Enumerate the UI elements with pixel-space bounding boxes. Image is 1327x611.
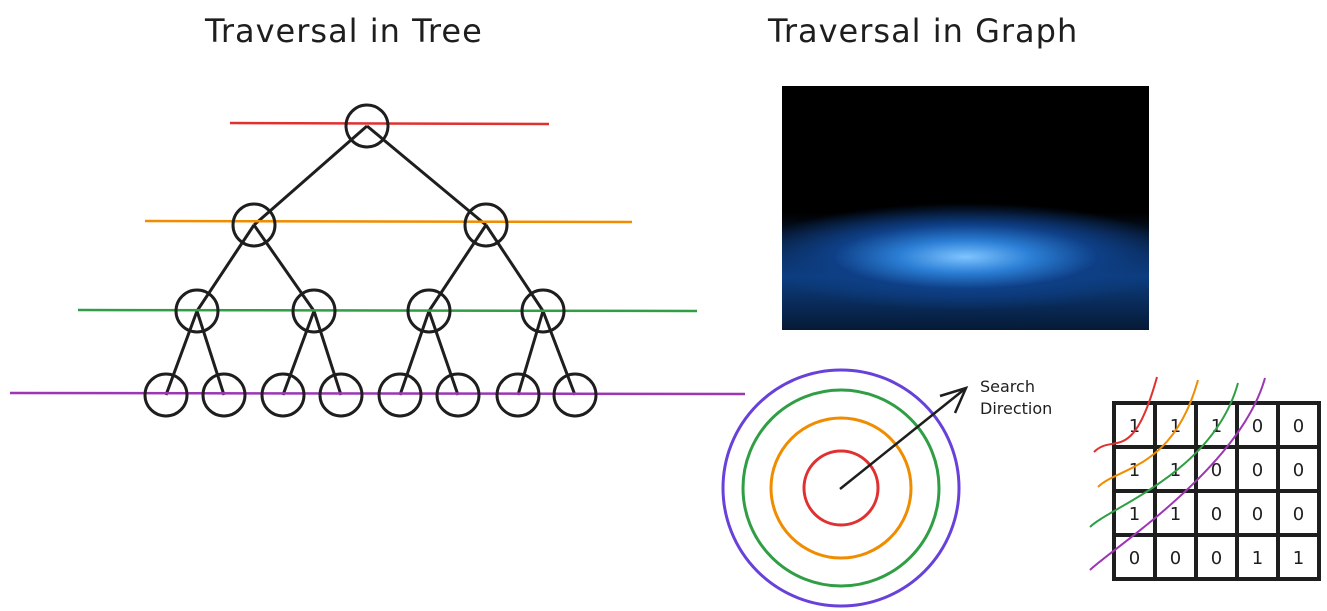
bfs-ring-1 <box>721 368 961 608</box>
tree-node <box>552 372 598 418</box>
grid-cell-value: 1 <box>1252 548 1263 569</box>
tree-edge <box>253 124 368 227</box>
tree-edge <box>484 224 545 312</box>
bfs-ring-4 <box>802 449 880 527</box>
level-line-3 <box>77 308 698 313</box>
grid-cell <box>1153 401 1198 449</box>
tree-edge <box>252 224 316 312</box>
grid-cell-value: 0 <box>1293 460 1304 481</box>
tree-node <box>201 372 247 418</box>
tree-node <box>231 202 277 248</box>
level-line-2 <box>144 219 633 224</box>
grid-cell <box>1235 533 1280 581</box>
wave-line-3 <box>1089 382 1239 528</box>
grid-cell <box>1153 445 1198 493</box>
search-label-line2: Direction <box>980 399 1053 418</box>
grid-cell <box>1276 445 1321 493</box>
tree-node <box>260 372 306 418</box>
tree-node <box>318 372 364 418</box>
tree-edge <box>541 310 577 396</box>
tree-edge <box>164 310 199 396</box>
search-label-line1: Search <box>980 377 1035 396</box>
grid-cell-value: 0 <box>1211 460 1222 481</box>
grid-cell-value: 1 <box>1170 504 1181 525</box>
grid-cell-value: 1 <box>1129 416 1140 437</box>
tree-node <box>174 288 220 334</box>
wave-line-2 <box>1097 379 1199 488</box>
grid-cell-value: 0 <box>1252 460 1263 481</box>
tree-edge <box>427 310 460 396</box>
water-drop-photo <box>782 86 1149 330</box>
grid-cell <box>1276 533 1321 581</box>
tree-edge <box>195 310 226 396</box>
tree-node <box>377 372 423 418</box>
level-line-1 <box>229 121 550 126</box>
grid-cell-value: 0 <box>1170 548 1181 569</box>
tree-edge <box>281 310 316 396</box>
level-line-4 <box>9 391 746 396</box>
grid-cell-value: 0 <box>1129 548 1140 569</box>
grid-cell-value: 0 <box>1211 504 1222 525</box>
grid-cell-value: 1 <box>1170 416 1181 437</box>
bfs-ring-3 <box>769 416 913 560</box>
tree-node <box>406 288 452 334</box>
arrow-head-icon <box>939 386 969 414</box>
tree-edge <box>366 124 487 227</box>
tree-edge <box>516 310 545 396</box>
wave-line-4 <box>1089 377 1266 571</box>
graph-title: Traversal in Graph <box>768 12 1079 50</box>
tree-node <box>463 202 509 248</box>
tree-node <box>291 288 337 334</box>
tree-node <box>143 372 189 418</box>
grid-cell-value: 0 <box>1211 548 1222 569</box>
grid-cell <box>1153 533 1198 581</box>
grid-cell-value: 0 <box>1293 416 1304 437</box>
search-direction-arrow <box>839 387 967 490</box>
tree-edge <box>312 310 343 396</box>
search-direction-label: Search Direction <box>980 376 1052 420</box>
tree-node <box>520 288 566 334</box>
tree-edge <box>195 224 256 312</box>
wave-line-1 <box>1093 376 1158 453</box>
tree-edge <box>398 310 431 396</box>
grid-cell-value: 0 <box>1252 416 1263 437</box>
grid-cell-value: 1 <box>1129 460 1140 481</box>
tree-title: Traversal in Tree <box>205 12 483 50</box>
tree-edge <box>427 224 488 312</box>
grid-cell-value: 1 <box>1293 548 1304 569</box>
grid-cell <box>1194 401 1239 449</box>
tree-node <box>495 372 541 418</box>
grid-cell-value: 1 <box>1211 416 1222 437</box>
grid-cell-value: 1 <box>1129 504 1140 525</box>
grid-cell-value: 0 <box>1293 504 1304 525</box>
grid-cell-value: 0 <box>1252 504 1263 525</box>
bfs-ring-2 <box>741 388 941 588</box>
tree-node <box>344 103 390 149</box>
tree-node <box>435 372 481 418</box>
